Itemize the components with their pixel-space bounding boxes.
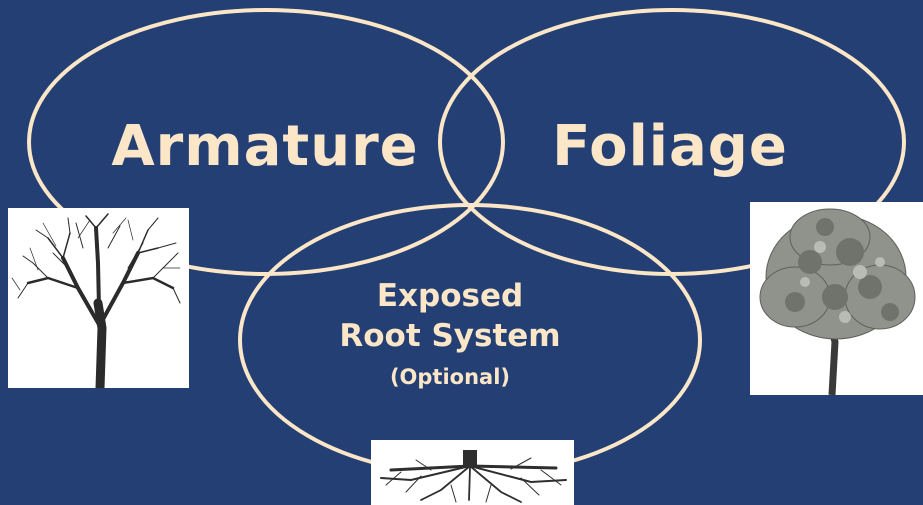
exposed-label: Exposed [376, 278, 524, 314]
root-system-label: Root System [339, 318, 561, 354]
foliage-label: Foliage [552, 114, 788, 179]
optional-note: (Optional) [389, 365, 511, 389]
armature-label: Armature [111, 114, 419, 179]
root-system-icon [371, 440, 574, 505]
armature-circle [27, 8, 505, 276]
leafy-tree-icon [750, 202, 923, 395]
bare-tree-icon [8, 208, 189, 388]
